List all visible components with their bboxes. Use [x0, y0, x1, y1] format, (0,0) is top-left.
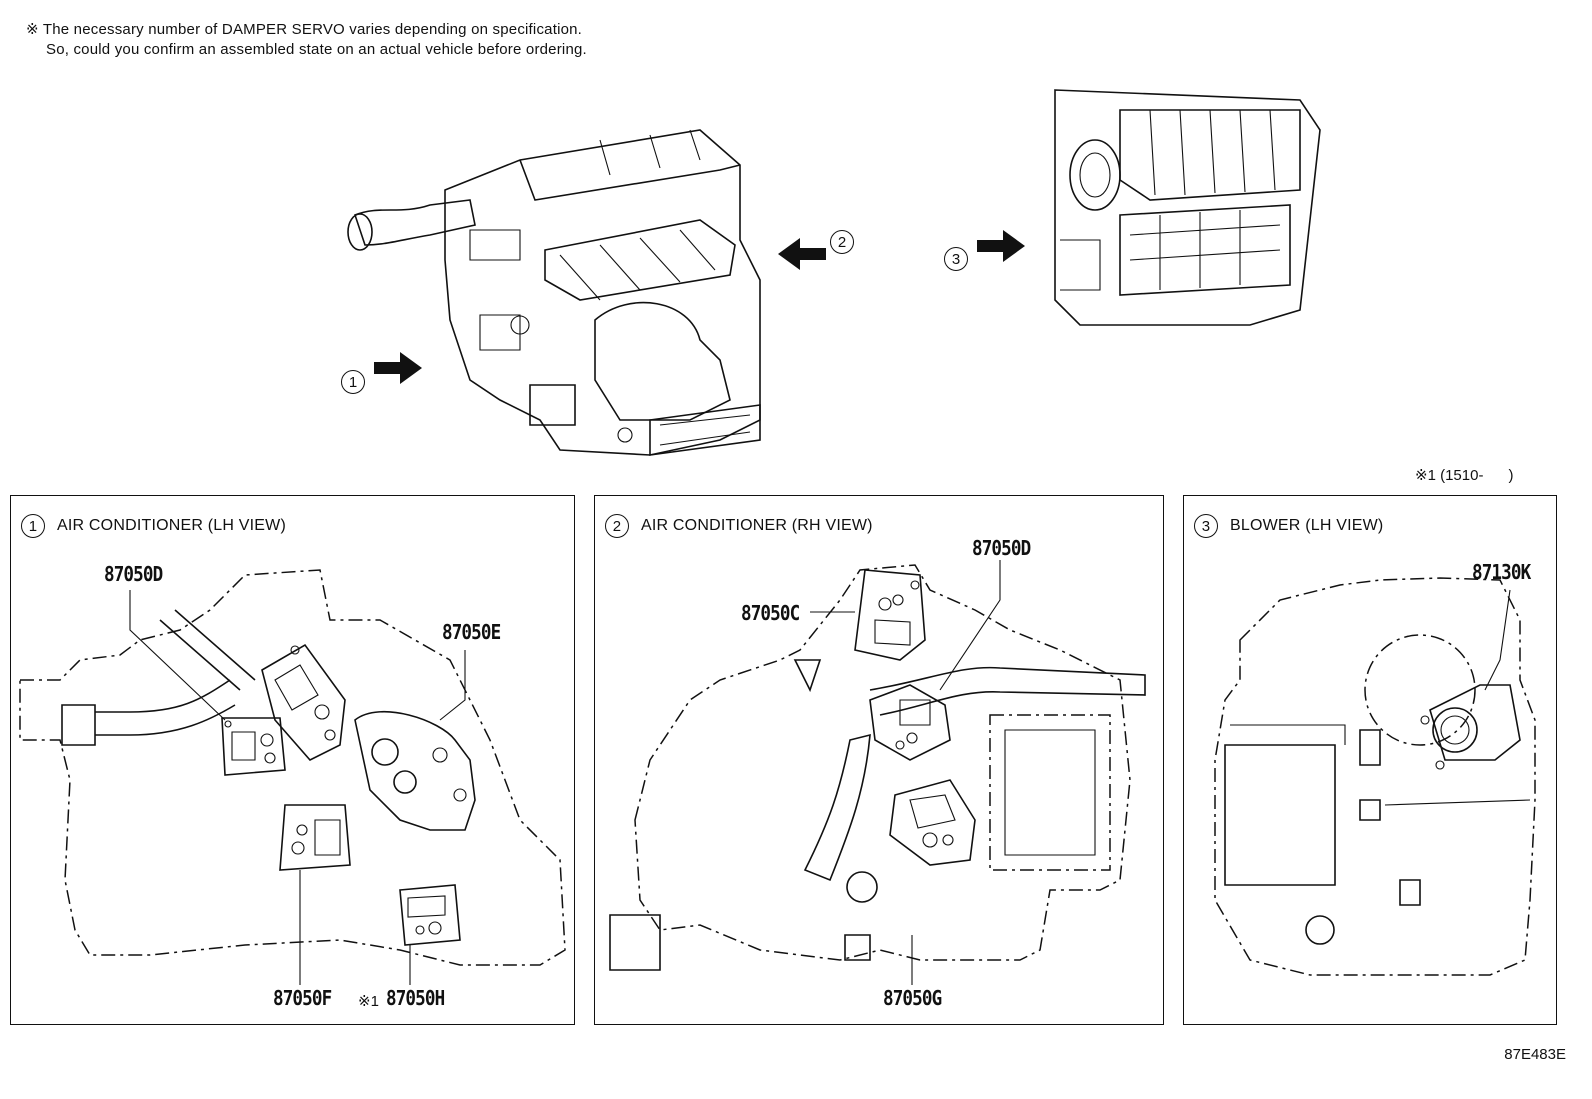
panel-title: 2 AIR CONDITIONER (RH VIEW) [605, 514, 873, 538]
arrow-right-icon [977, 230, 1025, 262]
diagram-code: 87E483E [1504, 1046, 1566, 1063]
panel-number: 2 [605, 514, 629, 538]
arrow-right-icon [374, 352, 422, 384]
panel-ac-lh-view: 1 AIR CONDITIONER (LH VIEW) [10, 495, 575, 1025]
arrow-left-icon [778, 238, 826, 270]
panel-number: 1 [21, 514, 45, 538]
note-line-1: ※ The necessary number of DAMPER SERVO v… [26, 21, 583, 38]
callout-2: 2 [830, 230, 854, 254]
callout-3: 3 [944, 247, 968, 271]
panel-ac-rh-view: 2 AIR CONDITIONER (RH VIEW) [594, 495, 1164, 1025]
part-label-87050h-note: ※1 [358, 993, 379, 1010]
panel-title: 3 BLOWER (LH VIEW) [1194, 514, 1383, 538]
panel-title: 1 AIR CONDITIONER (LH VIEW) [21, 514, 286, 538]
panel-title-text: BLOWER (LH VIEW) [1230, 517, 1384, 534]
note-line-2: So, could you confirm an assembled state… [46, 41, 587, 58]
callout-1: 1 [341, 370, 365, 394]
specification-note: ※ The necessary number of DAMPER SERVO v… [26, 20, 587, 60]
ac-unit-drawing [347, 129, 761, 456]
part-label-87050d-rh[interactable]: 87050D [972, 536, 1031, 560]
part-label-87050e[interactable]: 87050E [442, 620, 501, 644]
part-label-87050c[interactable]: 87050C [741, 601, 800, 625]
part-label-87050h[interactable]: 87050H [386, 986, 445, 1010]
panel-number: 3 [1194, 514, 1218, 538]
part-label-87050g[interactable]: 87050G [883, 986, 942, 1010]
panel-title-text: AIR CONDITIONER (LH VIEW) [57, 517, 287, 534]
part-label-87130k[interactable]: 87130K [1472, 560, 1531, 584]
blower-unit-drawing [1054, 89, 1321, 326]
part-label-87050f[interactable]: 87050F [273, 986, 332, 1010]
panel-title-text: AIR CONDITIONER (RH VIEW) [641, 517, 873, 534]
part-label-87050d-lh[interactable]: 87050D [104, 562, 163, 586]
footnote: ※1 (1510- ) [1415, 467, 1514, 484]
